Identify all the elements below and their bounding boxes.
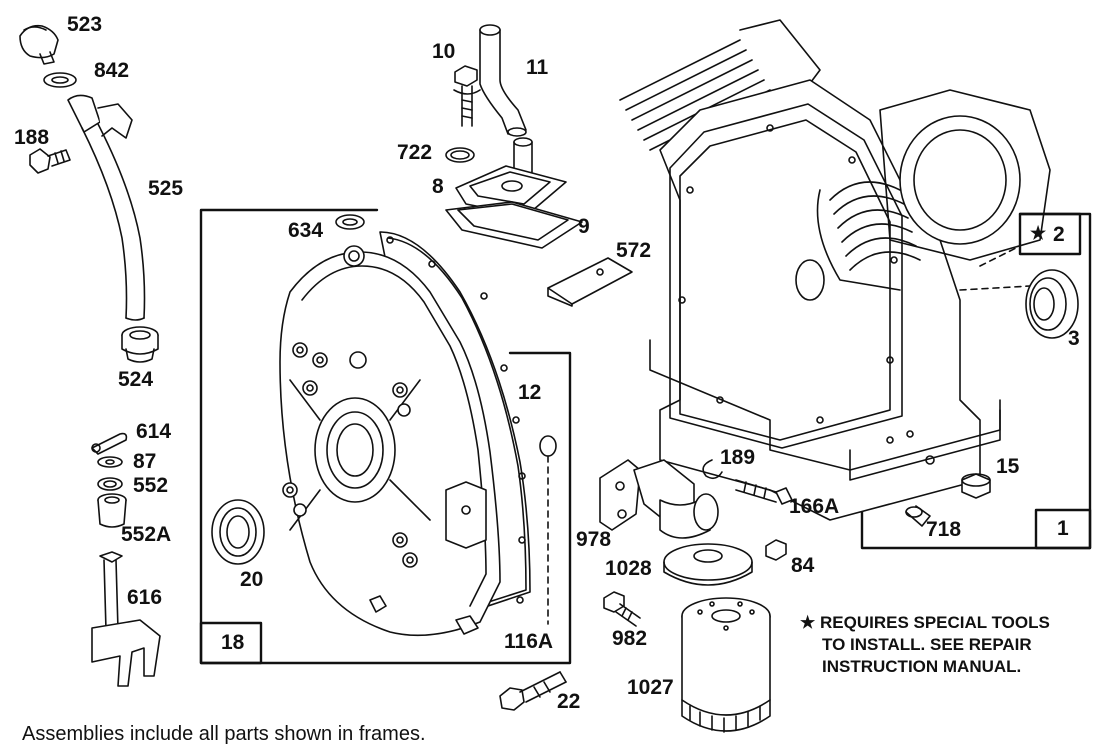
frame-18 [199, 208, 572, 665]
label-part-634: 634 [288, 219, 324, 242]
label-part-614: 614 [136, 420, 172, 443]
label-part-552: 552 [133, 474, 169, 497]
label-part-982: 982 [612, 627, 648, 650]
label-part-20: 20 [240, 568, 264, 591]
label-part-22: 22 [557, 690, 581, 713]
label-part-842: 842 [94, 59, 130, 82]
label-part-718: 718 [926, 518, 962, 541]
star-icon: ★ [1030, 223, 1047, 243]
label-part-189: 189 [720, 446, 756, 469]
label-part-11: 11 [526, 56, 549, 79]
label-part-523: 523 [67, 13, 103, 36]
label-part-10: 10 [432, 40, 456, 63]
note-line-1: REQUIRES SPECIAL TOOLS [819, 613, 1050, 632]
dipstick-assembly [19, 24, 159, 363]
label-assembly-18: 18 [221, 631, 245, 654]
label-part-116A: 116A [504, 630, 554, 653]
breather-assembly [445, 24, 633, 307]
label-part-524: 524 [118, 368, 154, 391]
label-part-978: 978 [576, 528, 612, 551]
label-part-722: 722 [397, 141, 433, 164]
label-part-84: 84 [791, 554, 815, 577]
oil-filter-parts [599, 459, 771, 733]
label-part-87: 87 [133, 450, 157, 473]
special-tools-note: ★ REQUIRES SPECIAL TOOLS TO INSTALL. SEE… [800, 612, 1050, 678]
frame-1 [860, 212, 1092, 550]
label-part-166A: 166A [789, 495, 840, 518]
label-part-616: 616 [127, 586, 163, 609]
block-small-parts [702, 269, 1079, 561]
label-part-15: 15 [996, 455, 1020, 478]
label-part-8: 8 [432, 175, 444, 198]
label-part-188: 188 [14, 126, 50, 149]
governor-parts [91, 432, 161, 687]
engine-block [619, 19, 1051, 521]
label-part-572: 572 [616, 239, 652, 262]
label-part-9: 9 [578, 215, 590, 238]
label-part-1027: 1027 [627, 676, 674, 699]
crankcase-cover [211, 214, 567, 711]
label-part-1028: 1028 [605, 557, 652, 580]
label-part-12: 12 [518, 381, 542, 404]
assemblies-footnote: Assemblies include all parts shown in fr… [22, 723, 426, 745]
label-part-2: 2 [1053, 223, 1065, 246]
star-icon: ★ [800, 613, 816, 632]
label-part-3: 3 [1068, 327, 1080, 350]
label-part-525: 525 [148, 177, 184, 200]
label-part-552A: 552A [121, 523, 172, 546]
note-line-3: INSTRUCTION MANUAL. [822, 657, 1022, 676]
note-line-2: TO INSTALL. SEE REPAIR [822, 635, 1032, 654]
label-assembly-1: 1 [1057, 517, 1069, 540]
